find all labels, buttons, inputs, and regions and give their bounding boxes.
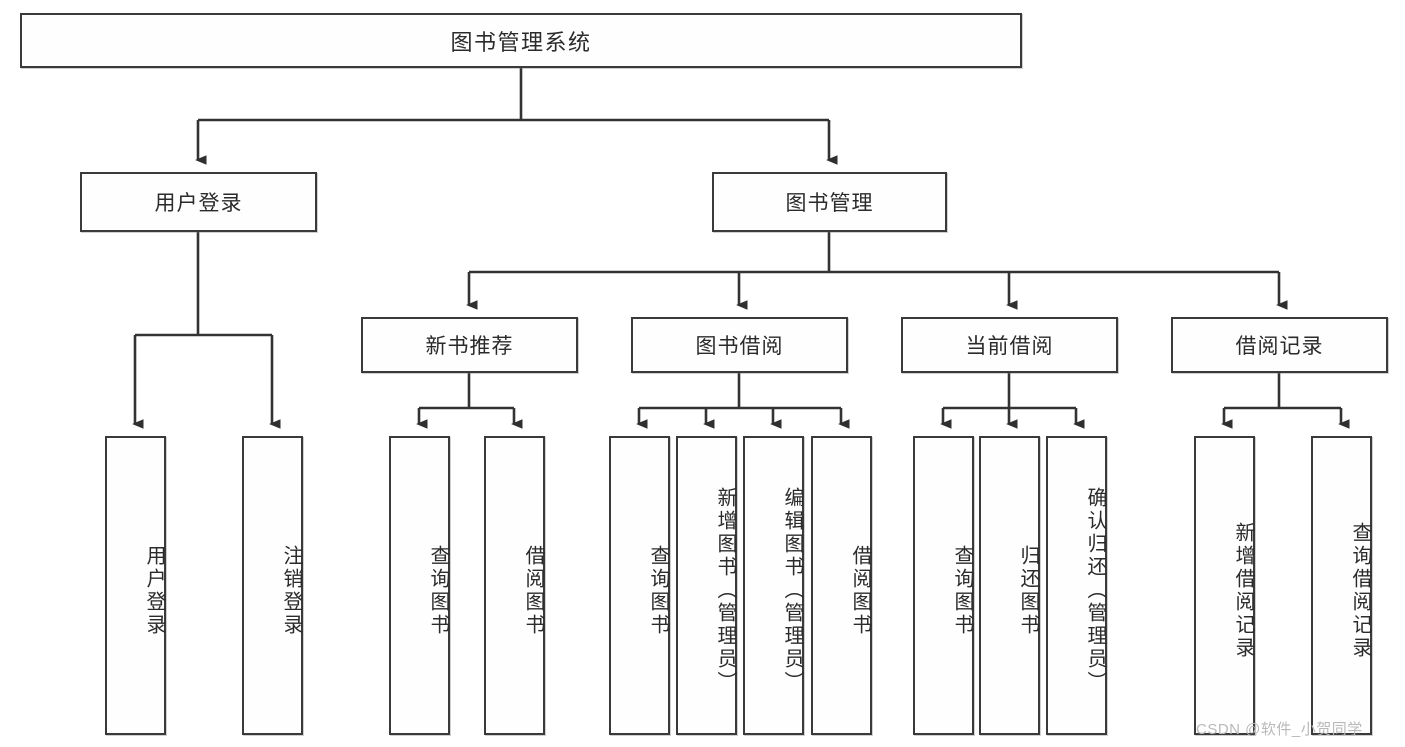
node-label: 查询图书 (951, 544, 973, 637)
node-label: 当前借阅 (965, 335, 1054, 358)
node-label: 借阅图书 (522, 544, 544, 637)
node-label: 图书管理系统 (450, 29, 592, 55)
leaf-current-borrow-return[interactable]: 归还图书 (979, 436, 1040, 735)
leaf-current-borrow-confirm-return[interactable]: 确认归还（管理员） (1046, 436, 1107, 735)
node-label: 新增图书（管理员） (714, 487, 736, 694)
leaf-user-login-login[interactable]: 用户登录 (105, 436, 166, 735)
watermark-label: CSDN @软件_小贺同学 (1196, 721, 1363, 738)
node-label: 新增借阅记录 (1232, 521, 1254, 660)
node-label: 确认归还（管理员） (1084, 487, 1106, 694)
node-book-management[interactable]: 图书管理 (712, 172, 947, 232)
leaf-book-borrow-query[interactable]: 查询图书 (609, 436, 670, 735)
node-label: 查询图书 (647, 544, 669, 637)
node-label: 注销登录 (280, 544, 302, 637)
node-label: 借阅图书 (849, 544, 871, 637)
node-book-borrow[interactable]: 图书借阅 (631, 317, 848, 373)
node-label: 用户登录 (143, 544, 165, 637)
node-label: 图书管理 (785, 192, 874, 215)
leaf-book-borrow-edit[interactable]: 编辑图书（管理员） (743, 436, 804, 735)
node-label: 查询图书 (427, 544, 449, 637)
leaf-book-borrow-borrow[interactable]: 借阅图书 (811, 436, 872, 735)
node-label: 编辑图书（管理员） (781, 487, 803, 694)
leaf-current-borrow-query[interactable]: 查询图书 (913, 436, 974, 735)
leaf-user-login-logout[interactable]: 注销登录 (242, 436, 303, 735)
leaf-new-book-borrow[interactable]: 借阅图书 (484, 436, 545, 735)
leaf-new-book-query[interactable]: 查询图书 (389, 436, 450, 735)
node-label: 借阅记录 (1235, 335, 1324, 358)
node-user-login[interactable]: 用户登录 (80, 172, 317, 232)
leaf-borrow-record-add[interactable]: 新增借阅记录 (1194, 436, 1255, 735)
node-root-system[interactable]: 图书管理系统 (20, 13, 1022, 68)
node-label: 归还图书 (1017, 544, 1039, 637)
node-borrow-record[interactable]: 借阅记录 (1171, 317, 1388, 373)
leaf-book-borrow-add[interactable]: 新增图书（管理员） (676, 436, 737, 735)
leaf-borrow-record-query[interactable]: 查询借阅记录 (1311, 436, 1372, 735)
node-new-book-recommend[interactable]: 新书推荐 (361, 317, 578, 373)
node-label: 新书推荐 (425, 335, 514, 358)
node-label: 用户登录 (154, 192, 243, 215)
node-label: 图书借阅 (695, 335, 784, 358)
node-label: 查询借阅记录 (1349, 521, 1371, 660)
node-current-borrow[interactable]: 当前借阅 (901, 317, 1118, 373)
